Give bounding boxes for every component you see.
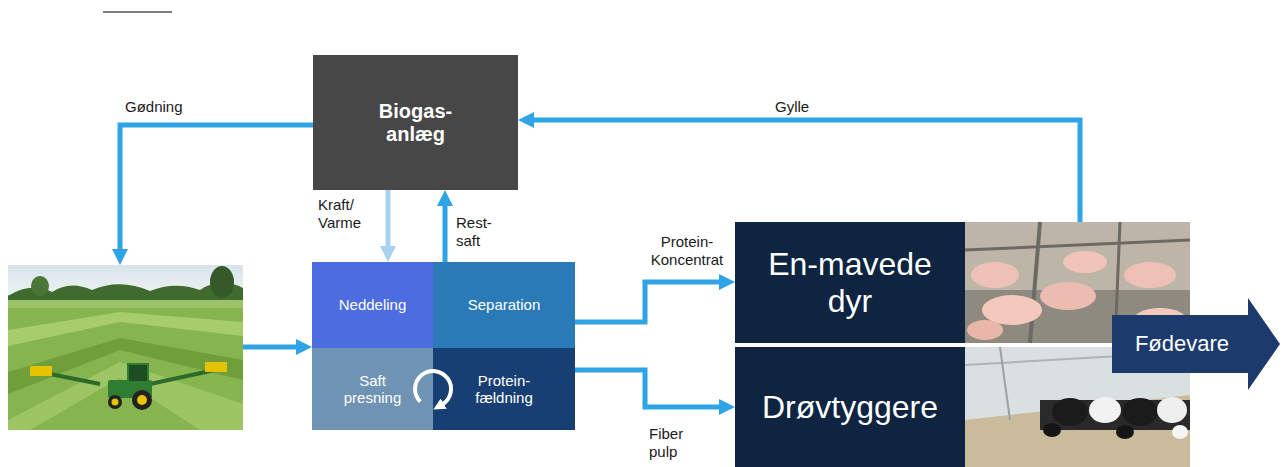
cow-head xyxy=(1116,425,1134,439)
edge-label: Rest- saft xyxy=(456,214,502,250)
tractor-wheel xyxy=(132,390,152,410)
node-text: Drøvtyggere xyxy=(762,389,938,426)
tractor-hub xyxy=(137,395,147,405)
process-step: Protein- fældning xyxy=(433,348,575,430)
node-text: Neddeling xyxy=(339,296,407,313)
process-step: Saft presning xyxy=(312,348,433,430)
cow-head xyxy=(1043,423,1061,437)
mower-unit xyxy=(205,362,227,372)
animal-box-fill xyxy=(735,347,965,467)
flow-label: Gødning xyxy=(125,98,215,116)
node-text: Saft presning xyxy=(335,372,410,407)
edge-label: Kraft/ Varme xyxy=(318,196,376,232)
tractor-cab xyxy=(128,364,148,382)
pen-rail xyxy=(965,240,1190,250)
cow xyxy=(1122,398,1158,426)
quadrant-fill xyxy=(312,262,433,348)
flow-arrow xyxy=(443,206,448,262)
tractor-hub xyxy=(112,399,119,406)
pig xyxy=(982,295,1042,325)
biogas-box: Biogas- anlæg xyxy=(313,55,518,190)
edge-label: Protein- Koncentrat xyxy=(637,233,737,269)
field-photo xyxy=(8,265,243,430)
cycle-arrow xyxy=(415,371,451,405)
cow xyxy=(1052,398,1088,426)
pig xyxy=(967,320,1003,340)
mower-unit xyxy=(30,366,52,376)
animal-box: En-mavede dyr xyxy=(735,222,1190,343)
animal-box: Drøvtyggere xyxy=(735,347,1190,467)
biogas-fill xyxy=(313,55,518,190)
pen-wall xyxy=(965,222,1190,343)
cow-patch xyxy=(1157,397,1187,423)
feed-alley xyxy=(965,395,1190,467)
node-text: Protein- fældning xyxy=(464,372,544,407)
node-text: Biogas- anlæg xyxy=(361,100,471,146)
quadrant-fill xyxy=(433,348,575,430)
output-arrow: Fødevare xyxy=(1112,298,1280,390)
node-text: En-mavede dyr xyxy=(750,246,950,320)
arrow-outline xyxy=(1112,298,1280,390)
tree xyxy=(31,276,49,296)
pig-photo xyxy=(965,222,1190,343)
pen-rail xyxy=(1030,222,1040,343)
top-rule xyxy=(103,11,172,13)
cow-patch xyxy=(1089,397,1121,423)
quadrant-fill xyxy=(433,262,575,348)
pen-rail xyxy=(1115,222,1120,343)
mown-row xyxy=(8,362,243,430)
tree xyxy=(210,266,234,298)
node-text: Fødevare xyxy=(1135,331,1229,356)
field-ground xyxy=(8,265,243,430)
cow-photo xyxy=(965,347,1190,467)
cow-head xyxy=(1172,425,1188,439)
pig xyxy=(1124,262,1176,288)
edge-label: Fiber pulp xyxy=(649,425,699,461)
arrow-outline-shape xyxy=(1112,298,1280,390)
tractor-wheel xyxy=(108,395,122,409)
barn-post xyxy=(1000,347,1010,420)
flow-arrow xyxy=(386,190,391,246)
mower-arm xyxy=(150,370,215,384)
barn-wall xyxy=(965,347,1190,467)
pig xyxy=(1040,282,1096,310)
manure-arrow xyxy=(120,125,313,249)
node-text: Separation xyxy=(468,296,541,313)
barn-beam xyxy=(965,352,1190,365)
process-step: Separation xyxy=(433,262,575,348)
pig xyxy=(1063,251,1107,273)
harvest-arrow xyxy=(243,345,296,350)
flow-arrow xyxy=(534,120,1080,222)
animal-box-fill xyxy=(735,222,965,343)
process-step: Neddeling xyxy=(312,262,433,348)
flow-arrow xyxy=(575,370,719,407)
field-strip xyxy=(8,300,243,308)
flow-arrow xyxy=(575,282,719,322)
pig xyxy=(971,262,1019,288)
edge-label: Gylle xyxy=(775,98,855,116)
pig xyxy=(1132,308,1188,336)
